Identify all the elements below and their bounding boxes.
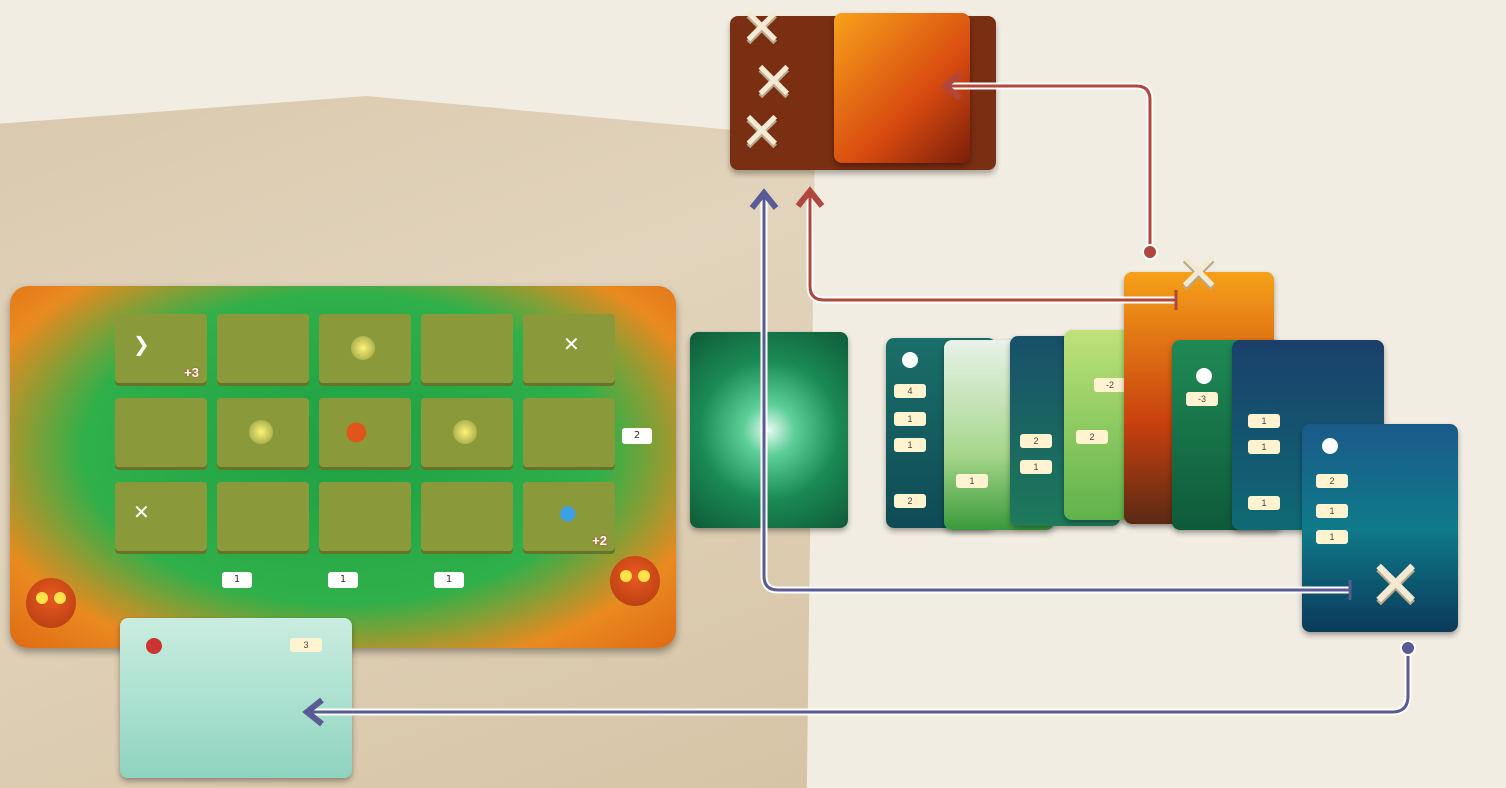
board-tile[interactable]: ● bbox=[319, 398, 411, 470]
board-tile[interactable] bbox=[115, 398, 207, 470]
card-stat: 1 bbox=[956, 474, 988, 488]
card-stat: -3 bbox=[1186, 392, 1218, 406]
bone-token[interactable]: ✕ bbox=[1368, 552, 1423, 618]
card-stat: -2 bbox=[1094, 378, 1126, 392]
mushroom-icon: ● bbox=[345, 416, 368, 446]
bonus-token: 1 bbox=[434, 572, 464, 588]
bone-icon: ✕ bbox=[563, 332, 580, 356]
board-tile[interactable] bbox=[217, 482, 309, 554]
bone-token[interactable]: ✕ bbox=[740, 2, 784, 54]
bone-token[interactable]: ✕ bbox=[1176, 246, 1221, 300]
board-tile[interactable]: ●+2 bbox=[523, 482, 615, 554]
red-arrow bbox=[810, 194, 1176, 310]
card-stat: 2 bbox=[1020, 434, 1052, 448]
card-stat: 4 bbox=[894, 384, 926, 398]
green-card-deck[interactable] bbox=[690, 332, 848, 528]
board-tile[interactable]: ❯+3 bbox=[115, 314, 207, 386]
board-tile[interactable]: ✕ bbox=[523, 314, 615, 386]
paw-icon: ❯ bbox=[133, 332, 150, 356]
board-tile[interactable] bbox=[421, 482, 513, 554]
card-stat: 1 bbox=[1020, 460, 1052, 474]
card-cost: 3 bbox=[290, 638, 322, 652]
bonus-token: 1 bbox=[328, 572, 358, 588]
board-tile[interactable]: ✕ bbox=[115, 482, 207, 554]
arrow-origin-dot bbox=[1143, 245, 1157, 259]
bonus-token: 2 bbox=[622, 428, 652, 444]
bear-card[interactable]: 3 bbox=[120, 618, 352, 778]
board-grid: ❯+3 ✕ ● ✕ ●+2 bbox=[115, 314, 615, 554]
player-board: ❯+3 ✕ ● ✕ ●+2 1 1 1 2 bbox=[10, 286, 676, 648]
card-stat: 1 bbox=[894, 438, 926, 452]
fire-spirit-mascot bbox=[610, 556, 660, 606]
card-stat: 1 bbox=[1248, 440, 1280, 454]
paw-icon bbox=[1322, 438, 1338, 454]
card-stat: 1 bbox=[894, 412, 926, 426]
card-stat: 1 bbox=[1248, 496, 1280, 510]
bone-token[interactable]: ✕ bbox=[752, 56, 796, 108]
board-tile[interactable] bbox=[319, 482, 411, 554]
board-tile[interactable] bbox=[421, 398, 513, 470]
fire-card-deck[interactable] bbox=[834, 13, 970, 163]
bone-icon: ✕ bbox=[133, 500, 150, 524]
bonus-token: 1 bbox=[222, 572, 252, 588]
card-stat: 2 bbox=[1076, 430, 1108, 444]
board-tile[interactable] bbox=[217, 398, 309, 470]
board-tile[interactable] bbox=[523, 398, 615, 470]
arrow-origin-dot bbox=[1401, 641, 1415, 655]
card-stat: 2 bbox=[1316, 474, 1348, 488]
card-stat: 1 bbox=[1248, 414, 1280, 428]
paw-icon bbox=[1196, 368, 1212, 384]
card-stat: 2 bbox=[894, 494, 926, 508]
board-tile[interactable] bbox=[421, 314, 513, 386]
card-stat: 1 bbox=[1316, 530, 1348, 544]
card-stat: 1 bbox=[1316, 504, 1348, 518]
board-tile[interactable] bbox=[319, 314, 411, 386]
fire-spirit-mascot bbox=[26, 578, 76, 628]
fire-icon bbox=[146, 638, 162, 654]
board-tile[interactable] bbox=[217, 314, 309, 386]
water-icon: ● bbox=[559, 500, 576, 524]
bone-token[interactable]: ✕ bbox=[740, 106, 784, 158]
paw-icon bbox=[902, 352, 918, 368]
